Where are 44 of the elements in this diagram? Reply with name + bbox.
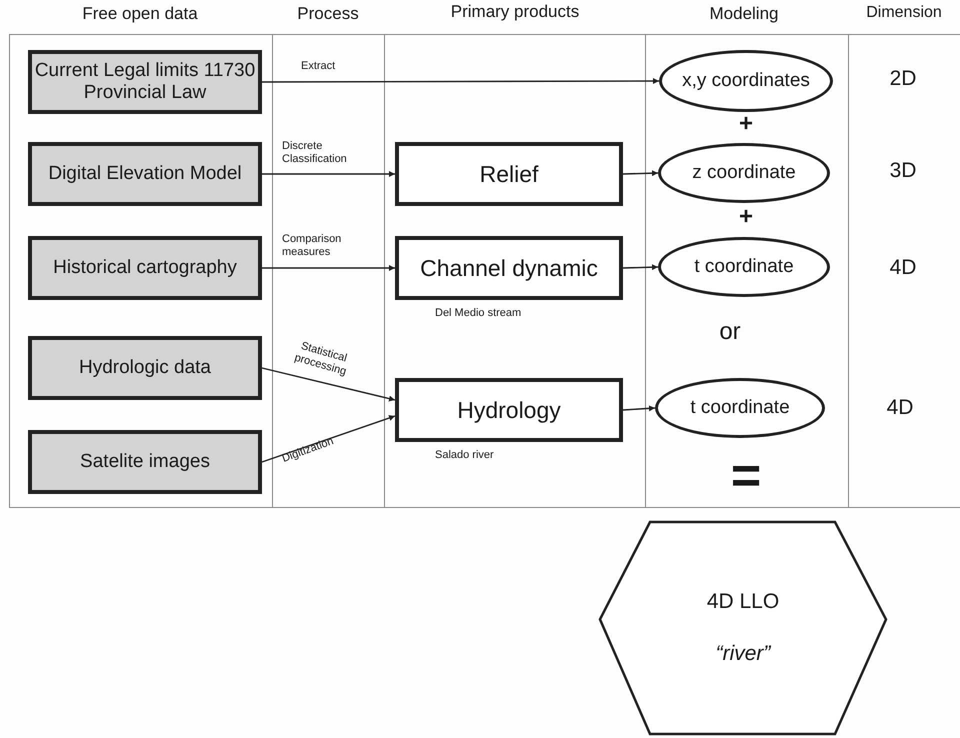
data-source-box [28, 336, 262, 400]
node-label: Hydrology [457, 399, 561, 421]
arrow [622, 405, 656, 412]
data-source-box [28, 236, 262, 300]
product-box [395, 142, 623, 206]
node-label: Relief [480, 163, 538, 185]
arrow [262, 171, 395, 177]
node-label: Digital Elevation Model [48, 163, 242, 185]
arrow [262, 415, 396, 463]
arrow [622, 170, 658, 176]
node-label: z coordinate [692, 162, 796, 184]
plus-sign: + [739, 112, 753, 136]
data-source-box [28, 50, 262, 114]
equals-sign: = [730, 450, 762, 502]
dimension-label: 4D [890, 257, 916, 278]
node-caption: Del Medio stream [435, 307, 522, 319]
dimension-label: 2D [890, 68, 916, 89]
node-label: Hydrologic data [78, 357, 212, 379]
column-header: Dimension [866, 5, 942, 21]
data-source-box [28, 430, 262, 494]
plus-sign: + [739, 205, 753, 229]
arrow [262, 78, 659, 84]
column-header: Modeling [710, 5, 778, 22]
data-source-box [28, 142, 262, 206]
connector-word: or [719, 320, 741, 344]
node-label: Historical cartography [53, 257, 237, 279]
dimension-label: 4D [886, 397, 914, 418]
arrow [262, 265, 395, 271]
arrow [622, 264, 658, 270]
column-header: Primary products [450, 3, 580, 20]
node-label: x,y coordinates [682, 70, 810, 92]
column-header: Free open data [82, 5, 198, 22]
node-label: t coordinate [694, 256, 794, 278]
node-label: Current Legal limits 11730 Provincial Law [34, 60, 256, 104]
arrow [262, 367, 396, 402]
node-label: t coordinate [690, 397, 790, 419]
node-caption: Salado river [435, 449, 494, 461]
result-hexagon [598, 520, 888, 736]
result-subtitle: “river” [716, 643, 770, 665]
node-label: Satelite images [80, 451, 210, 473]
node-label: Channel dynamic [420, 257, 598, 279]
dimension-label: 3D [890, 160, 916, 181]
result-title: 4D LLO [706, 591, 780, 613]
column-header: Process [297, 5, 359, 22]
